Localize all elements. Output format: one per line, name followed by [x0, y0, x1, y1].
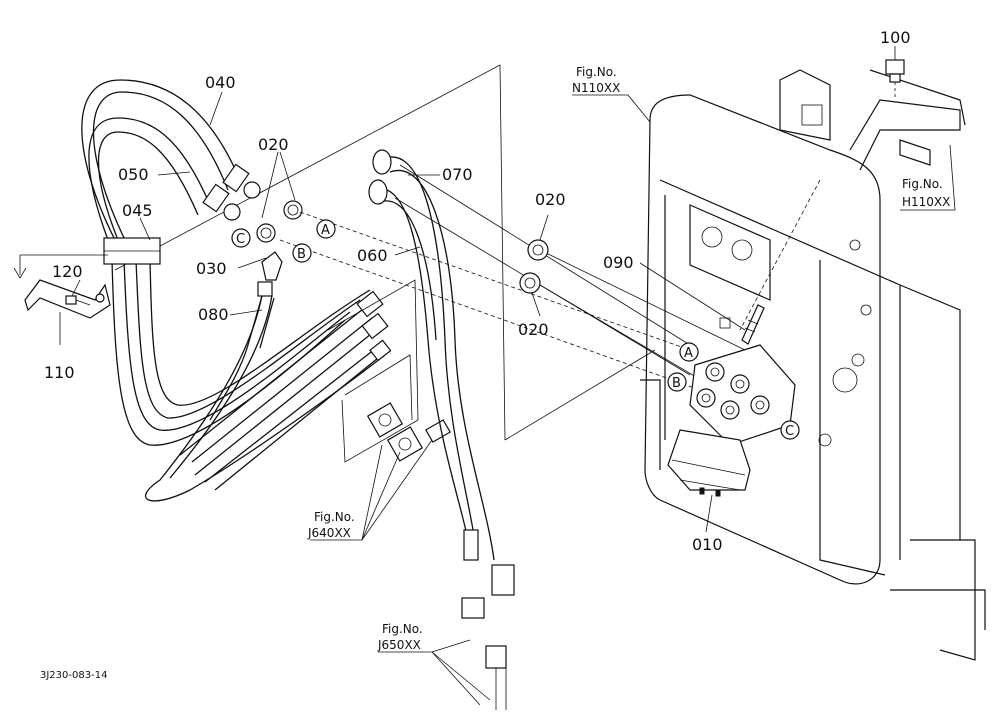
port-labels: A B C A B C	[231, 219, 800, 440]
label-020-right-top: 020	[535, 190, 566, 209]
label-050: 050	[118, 165, 149, 184]
fig-j650-line2: J650XX	[377, 638, 421, 652]
svg-text:A: A	[684, 346, 693, 361]
rod-090	[741, 304, 765, 345]
assembly-dashed-leaders	[279, 164, 746, 401]
svg-text:C: C	[785, 424, 794, 439]
adapter-020-left	[256, 200, 303, 243]
hose-080	[209, 295, 275, 421]
bolt-120	[65, 295, 91, 306]
label-120: 120	[52, 262, 83, 281]
label-045: 045	[122, 201, 153, 220]
clamp-045	[103, 237, 161, 265]
fig-j650-line1: Fig.No.	[382, 622, 423, 636]
label-leader-lines	[59, 46, 956, 706]
elbow-030	[257, 251, 283, 297]
svg-text:A: A	[321, 223, 330, 238]
drawing-code: 3J230-083-14	[40, 670, 107, 681]
label-070: 070	[442, 165, 473, 184]
fig-j640-line1: Fig.No.	[314, 510, 355, 524]
port-a-right: A	[679, 342, 699, 362]
sub-assembly-j640-outline	[327, 279, 451, 463]
fig-n110-line2: N110XX	[572, 81, 620, 95]
fig-h110-line1: Fig.No.	[902, 177, 943, 191]
fig-j640-line2: J640XX	[307, 526, 351, 540]
label-060: 060	[357, 246, 388, 265]
label-090: 090	[603, 253, 634, 272]
adapter-020-right	[519, 239, 549, 294]
part-number-labels: 040 050 045 020 030 080 120 110 070 060 …	[44, 28, 911, 554]
port-c-left: C	[231, 228, 251, 248]
label-040: 040	[205, 73, 236, 92]
label-110: 110	[44, 363, 75, 382]
label-020-right-bottom: 020	[518, 320, 549, 339]
fitting-100	[885, 59, 905, 100]
hose-040-050	[81, 79, 261, 241]
label-030: 030	[196, 259, 227, 278]
port-a-left: A	[316, 219, 336, 239]
label-080: 080	[198, 305, 229, 324]
fig-h110-line2: H110XX	[902, 195, 950, 209]
steering-unit-010	[667, 344, 796, 497]
figure-reference-labels: Fig.No. N110XX Fig.No. H110XX Fig.No. J6…	[307, 65, 950, 652]
hoses-to-fittings	[179, 290, 392, 491]
fig-n110-line1: Fig.No.	[576, 65, 617, 79]
svg-text:B: B	[297, 247, 306, 262]
port-b-right: B	[667, 372, 687, 392]
port-b-left: B	[292, 243, 312, 263]
dashboard-panel	[640, 69, 986, 661]
svg-text:B: B	[672, 376, 681, 391]
svg-text:C: C	[236, 232, 245, 247]
label-020-left: 020	[258, 135, 289, 154]
hose-long-run	[111, 259, 386, 502]
bracket-110	[13, 254, 111, 319]
label-100: 100	[880, 28, 911, 47]
label-010: 010	[692, 535, 723, 554]
port-c-right: C	[780, 420, 800, 440]
